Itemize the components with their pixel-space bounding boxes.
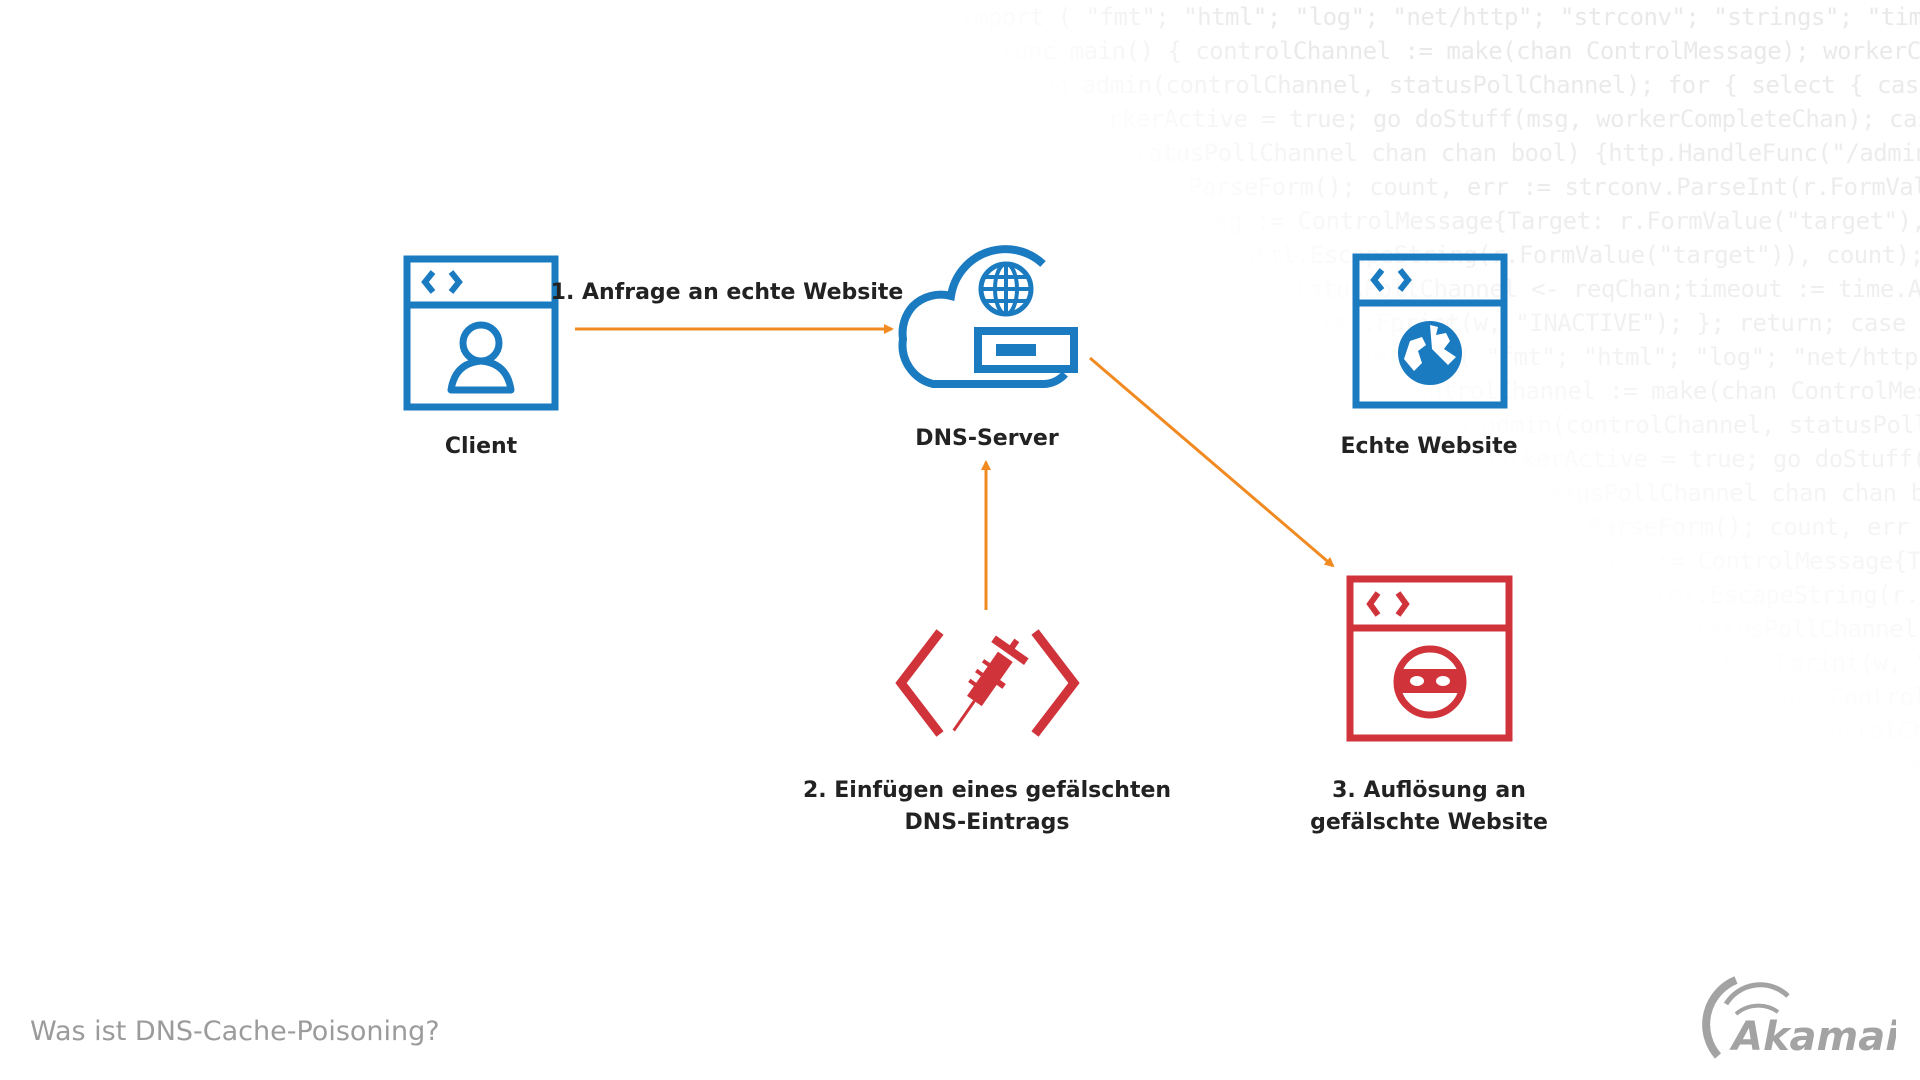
code-line: go admin(controlChannel, statusPollChann… — [1040, 71, 1920, 99]
code-line: statusPollChannel chan chan bool) {http.… — [1120, 139, 1920, 167]
client-label: Client — [444, 434, 518, 459]
code-line: import ( "fmt"; "html"; "log"; "net/http… — [960, 3, 1920, 31]
code-line: type ControlMessage struct { Target stri… — [1760, 683, 1920, 711]
code-line: func main() { controlChannel := make(cha… — [1000, 37, 1920, 65]
code-line: func admin(c — [1880, 785, 1920, 813]
edge-label-request: 1. Anfrage an echte Website — [550, 280, 904, 305]
code-line: msg := ControlMessage{Target: r.FormValu… — [1600, 547, 1920, 575]
cloud-server-globe-icon — [898, 245, 1078, 388]
page-title: Was ist DNS-Cache-Poisoning? — [30, 1016, 440, 1047]
injection-label-line2: DNS-Eintrags — [904, 810, 1070, 835]
akamai-logo: Akamai — [1702, 976, 1896, 1060]
code-line: statusPollChannel chan chan bool) {http.… — [1520, 479, 1920, 507]
code-line: case msg := <- — [1840, 751, 1920, 779]
code-line: html.EscapeString(r.FormValue("target"))… — [1640, 581, 1920, 609]
code-line: msg := ControlMessage{Target: r.FormValu… — [1200, 207, 1920, 235]
browser-masked-face-icon — [1346, 575, 1513, 742]
dns-server-label: DNS-Server — [915, 426, 1059, 451]
code-line: workerActive = true; go doStuff(msg, wor… — [1080, 105, 1920, 133]
akamai-logo-text: Akamai — [1729, 1014, 1896, 1060]
fake-website-label-line1: 3. Auflösung an — [1332, 778, 1526, 803]
code-line: statusPollChannel <- reqChan;timeout := … — [1680, 615, 1918, 643]
browser-globe-icon — [1352, 253, 1508, 409]
code-syringe-icon — [895, 629, 1080, 737]
code-line: controlChannel := make(chan ControlMessa… — [1800, 717, 1920, 745]
code-line: fmt.Fprint(w, "INACTIVE"); }; return; ca… — [1720, 649, 1920, 677]
real-website-label: Echte Website — [1340, 434, 1518, 459]
code-line: workerActive = true; go doStuff(msg, wor… — [1480, 445, 1920, 473]
code-line: html.EscapeString(r.FormValue("target"))… — [1240, 241, 1920, 269]
fake-website-label-line2: gefälschte Website — [1310, 810, 1548, 835]
injection-label-line1: 2. Einfügen eines gefälschten — [802, 778, 1172, 803]
arrow-dns-to-fake-website — [1089, 356, 1335, 568]
browser-user-icon — [403, 255, 559, 411]
code-line: r.ParseForm(); count, err := strconv.Par… — [1160, 173, 1920, 201]
code-line: r.ParseForm(); count, err := strconv.Par… — [1560, 513, 1909, 541]
